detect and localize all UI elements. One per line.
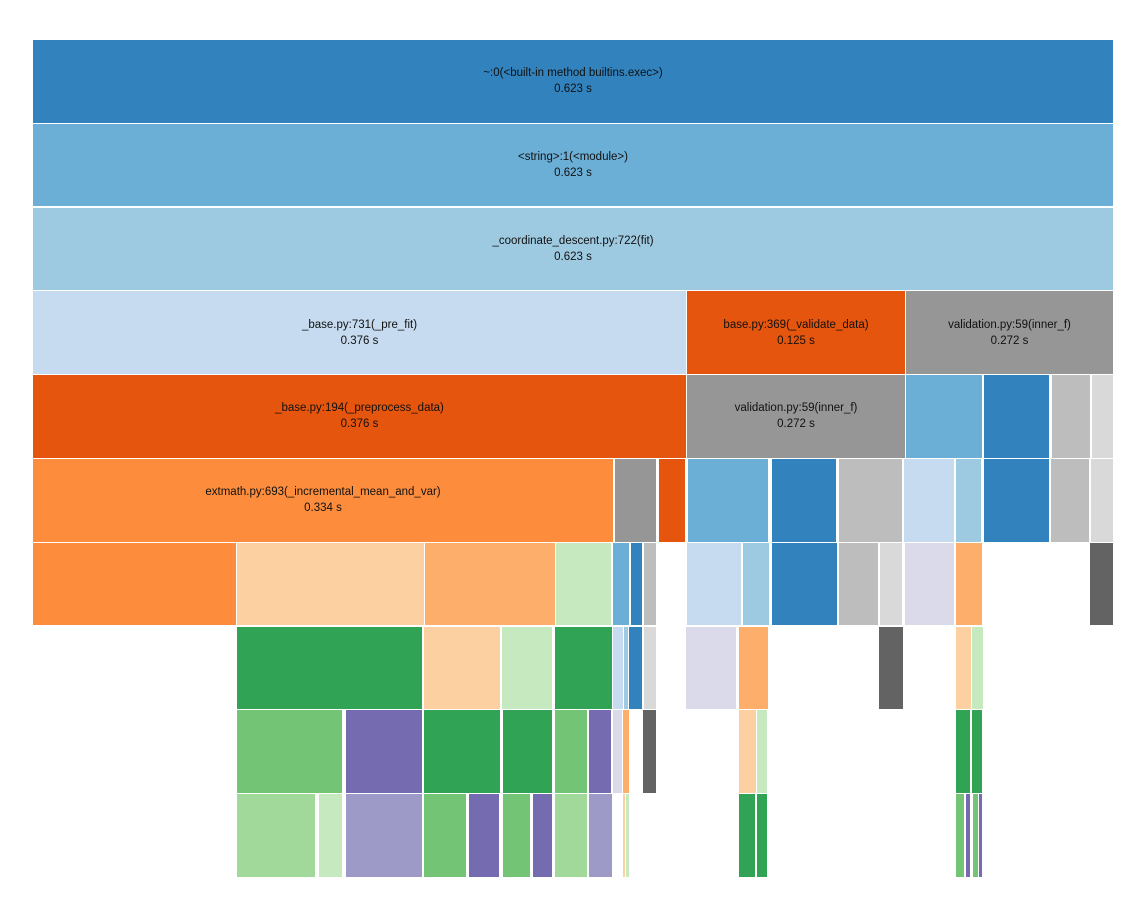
cumulative-time-label: 0.623 s: [554, 83, 592, 96]
flame-bar-d5-6[interactable]: [904, 459, 954, 542]
flame-bar-d7-5[interactable]: [624, 626, 628, 710]
flame-bar-d7-7[interactable]: [644, 626, 656, 710]
flame-bar-d9-3[interactable]: [424, 794, 466, 877]
flame-bar-d9-10[interactable]: [626, 794, 629, 877]
flame-bar-d8-9[interactable]: [739, 710, 756, 793]
flame-bar-d9-12[interactable]: [757, 794, 767, 877]
flame-bar-d8-10[interactable]: [757, 710, 767, 793]
flame-bar-string-1-module[interactable]: <string>:1(<module>) 0.623 s: [33, 123, 1113, 207]
flame-bar-coordinate-descent-py-722-fit[interactable]: _coordinate_descent.py:722(fit) 0.623 s: [33, 207, 1113, 291]
flame-bar-d7-9[interactable]: [739, 626, 768, 710]
flame-bar-base-py-194-preprocess-data[interactable]: _base.py:194(_preprocess_data) 0.376 s: [33, 375, 686, 458]
flame-bar-d9-1[interactable]: [319, 794, 342, 877]
flame-bar-d7-10[interactable]: [879, 626, 903, 710]
flame-bar-d6-3[interactable]: [556, 542, 611, 626]
flame-bar-d6-13[interactable]: [956, 542, 982, 626]
cumulative-time-label: 0.623 s: [554, 167, 592, 180]
flame-bar-d6-14[interactable]: [1090, 542, 1113, 626]
flame-bar-d6-6[interactable]: [644, 542, 656, 626]
flame-bar-d9-11[interactable]: [739, 794, 755, 877]
function-label: validation.py:59(inner_f): [948, 318, 1071, 331]
cumulative-time-label: 0.272 s: [777, 418, 815, 431]
flame-bar-d8-0[interactable]: [237, 710, 342, 793]
flame-bar-d9-0[interactable]: [237, 794, 315, 877]
flame-bar-d9-16[interactable]: [979, 794, 982, 877]
flame-bar-d7-0[interactable]: [237, 626, 422, 710]
flame-bar-d9-2[interactable]: [346, 794, 422, 877]
function-label: extmath.py:693(_incremental_mean_and_var…: [205, 486, 441, 499]
flame-bar-0-built-in-method-builtins-exec[interactable]: ~:0(<built-in method builtins.exec>) 0.62…: [33, 40, 1113, 123]
cumulative-time-label: 0.376 s: [340, 334, 379, 347]
flame-bar-d5-7[interactable]: [956, 459, 981, 542]
flame-bar-d9-7[interactable]: [555, 794, 587, 877]
flame-bar-d6-10[interactable]: [839, 542, 878, 626]
flame-bar-d8-2[interactable]: [424, 710, 500, 793]
flame-bar-d8-1[interactable]: [346, 710, 422, 793]
flame-bar-d6-9[interactable]: [772, 542, 837, 626]
flame-bar-d6-1[interactable]: [237, 542, 424, 626]
flame-bar-d9-4[interactable]: [469, 794, 499, 877]
flame-bar-d6-8[interactable]: [743, 542, 769, 626]
flame-bar-d7-11[interactable]: [956, 626, 971, 710]
flame-bar-d8-8[interactable]: [643, 710, 656, 793]
function-label: ~:0(<built-in method builtins.exec>): [483, 67, 663, 80]
flame-bar-d5-1[interactable]: [615, 459, 656, 542]
function-label: base.py:369(_validate_data): [723, 318, 869, 331]
flame-bar-d8-4[interactable]: [555, 710, 587, 793]
flame-bar-d6-12[interactable]: [905, 542, 954, 626]
flame-bar-d7-3[interactable]: [555, 626, 612, 710]
flame-bar-d4-3[interactable]: [984, 375, 1049, 458]
function-label: <string>:1(<module>): [518, 151, 628, 164]
cumulative-time-label: 0.272 s: [990, 334, 1029, 347]
flame-bar-d5-5[interactable]: [839, 459, 902, 542]
flame-bar-d9-14[interactable]: [966, 794, 970, 877]
flame-bar-d7-12[interactable]: [972, 626, 983, 710]
flame-bar-d8-5[interactable]: [589, 710, 611, 793]
flame-bar-d7-6[interactable]: [629, 626, 642, 710]
flame-bar-d9-5[interactable]: [503, 794, 530, 877]
flame-bar-d4-2[interactable]: [906, 375, 982, 458]
flame-bar-d9-13[interactable]: [956, 794, 964, 877]
flame-bar-d7-1[interactable]: [424, 626, 500, 710]
flame-bar-d6-4[interactable]: [613, 542, 629, 626]
cumulative-time-label: 0.376 s: [340, 418, 379, 431]
flame-bar-d7-2[interactable]: [502, 626, 552, 710]
flame-bar-validation-py-59-inner-f[interactable]: validation.py:59(inner_f) 0.272 s: [906, 291, 1113, 374]
flame-bar-d6-5[interactable]: [631, 542, 642, 626]
cumulative-time-label: 0.125 s: [777, 334, 815, 347]
flame-bar-d8-7[interactable]: [623, 710, 629, 793]
flame-bar-d9-15[interactable]: [973, 794, 978, 877]
flame-bar-d9-8[interactable]: [589, 794, 612, 877]
flame-bar-d5-8[interactable]: [984, 459, 1049, 542]
flame-bar-d7-4[interactable]: [613, 626, 623, 710]
flame-bar-d8-11[interactable]: [956, 710, 970, 793]
flame-bar-extmath-py-693-incremental-mean-and-var[interactable]: extmath.py:693(_incremental_mean_and_var…: [33, 459, 613, 542]
flame-bar-d8-12[interactable]: [972, 710, 982, 793]
function-label: _coordinate_descent.py:722(fit): [492, 234, 654, 247]
flame-bar-d4-4[interactable]: [1052, 375, 1090, 458]
function-label: validation.py:59(inner_f): [734, 402, 858, 415]
flame-bar-d5-3[interactable]: [688, 459, 768, 542]
flame-bar-d7-8[interactable]: [686, 626, 736, 710]
function-label: _base.py:194(_preprocess_data): [275, 402, 444, 415]
flame-bar-d8-6[interactable]: [613, 710, 622, 793]
flame-bar-d5-10[interactable]: [1091, 459, 1113, 542]
flame-bar-d6-7[interactable]: [687, 542, 741, 626]
flame-bar-d5-2[interactable]: [659, 459, 685, 542]
flame-bar-d9-9[interactable]: [623, 794, 625, 877]
flame-bar-d6-11[interactable]: [880, 542, 902, 626]
flame-bar-validation-py-59-inner-f[interactable]: validation.py:59(inner_f) 0.272 s: [687, 375, 905, 458]
function-label: _base.py:731(_pre_fit): [301, 318, 418, 331]
flame-bar-d6-0[interactable]: [33, 542, 236, 626]
flame-bar-d9-6[interactable]: [533, 794, 552, 877]
flame-bar-d6-2[interactable]: [425, 542, 555, 626]
flame-bar-d5-9[interactable]: [1051, 459, 1089, 542]
flame-bar-d4-5[interactable]: [1092, 375, 1113, 458]
flame-bar-d5-4[interactable]: [772, 459, 836, 542]
cumulative-time-label: 0.334 s: [304, 502, 342, 515]
flame-bar-d8-3[interactable]: [503, 710, 552, 793]
cumulative-time-label: 0.623 s: [554, 250, 592, 263]
flame-bar-base-py-731-pre-fit[interactable]: _base.py:731(_pre_fit) 0.376 s: [33, 291, 686, 374]
flame-bar-base-py-369-validate-data[interactable]: base.py:369(_validate_data) 0.125 s: [687, 291, 905, 374]
